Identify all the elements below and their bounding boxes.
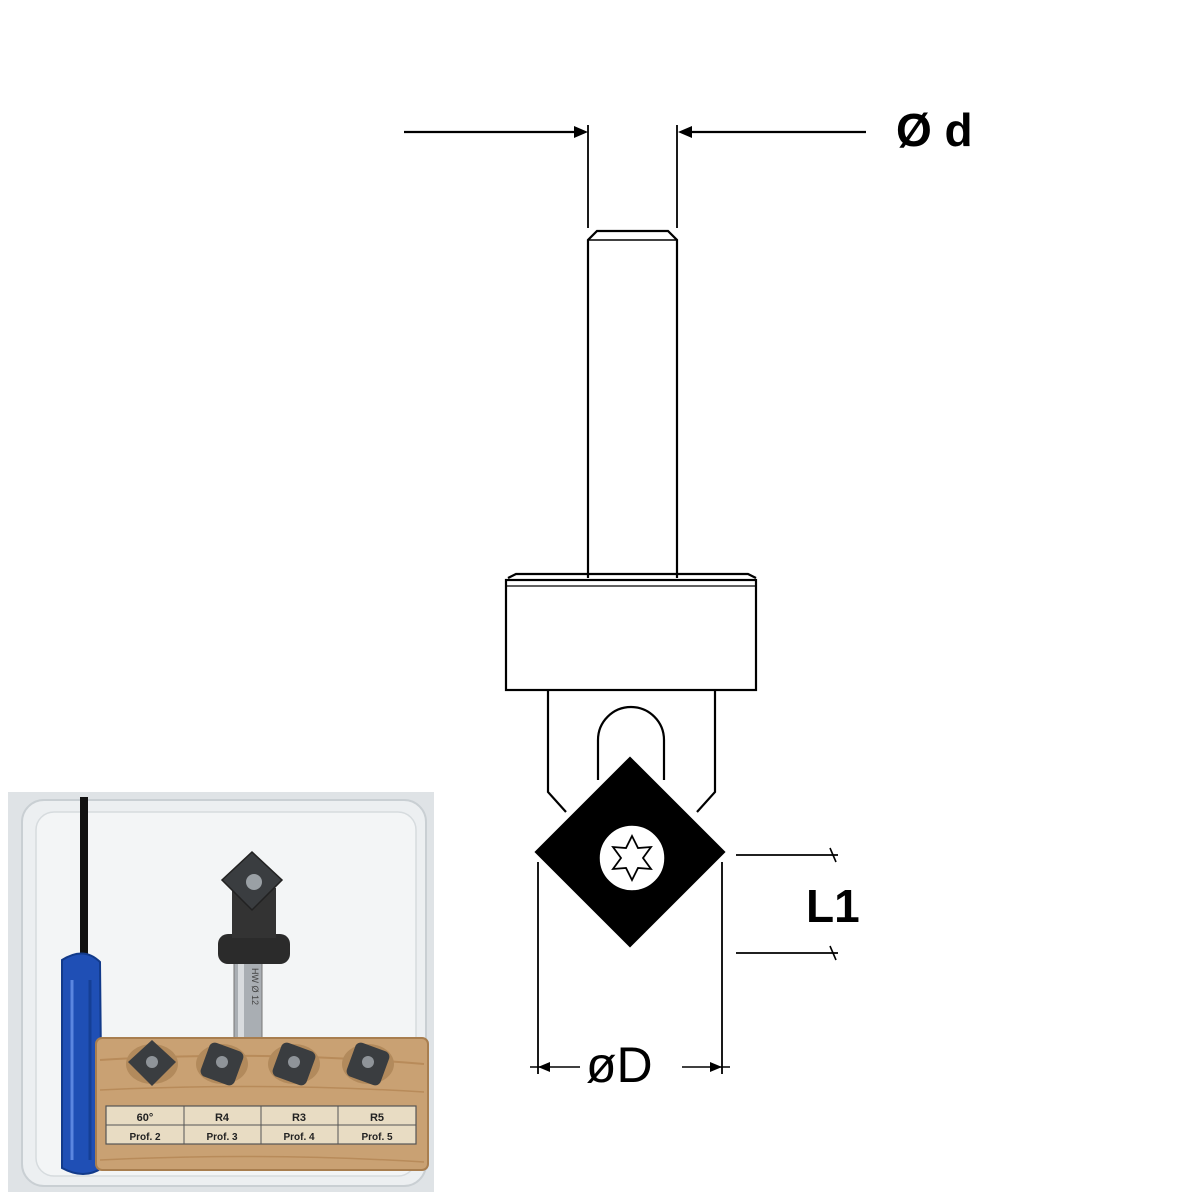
shank-marking: HW Ø 12 <box>250 968 260 1005</box>
slot-depth-label: Prof. 2 <box>129 1132 161 1143</box>
insert-pocket <box>126 1040 178 1086</box>
slot-profile-label: R3 <box>292 1112 306 1124</box>
shank <box>586 229 679 578</box>
torx-screw-icon <box>611 833 653 883</box>
slot-depth-label: Prof. 4 <box>283 1132 315 1143</box>
slot-depth-label: Prof. 5 <box>361 1132 393 1143</box>
slot-profile-label: R5 <box>370 1112 384 1124</box>
slot-depth-label: Prof. 3 <box>206 1132 238 1143</box>
length-dimension <box>736 847 838 961</box>
slot-profile-label: R4 <box>215 1112 230 1124</box>
wooden-insert-holder: 60° Prof. 2 R4 Prof. 3 R3 Prof. 4 R5 Pro… <box>95 1037 429 1171</box>
shank-diameter-label: Ø d <box>896 104 973 156</box>
insert-pocket <box>342 1042 394 1086</box>
profile-label-plate: 60° Prof. 2 R4 Prof. 3 R3 Prof. 4 R5 Pro… <box>105 1105 417 1145</box>
carbide-insert <box>534 756 726 948</box>
router-bit: HW Ø 12 <box>218 850 290 1043</box>
cutter-body <box>546 690 717 813</box>
cutter-diameter-dimension <box>530 862 730 1074</box>
technical-drawing <box>404 125 866 1074</box>
insert-pocket <box>268 1042 320 1086</box>
product-photo: HW Ø 12 <box>8 792 434 1192</box>
cutter-diameter-label: øD <box>586 1037 653 1093</box>
length-label: L1 <box>806 880 860 932</box>
slot-profile-label: 60° <box>137 1112 154 1124</box>
insert-pocket <box>196 1042 248 1086</box>
shank-diameter-dimension <box>404 125 866 228</box>
bearing-collar <box>504 572 758 692</box>
screwdriver <box>61 797 104 1175</box>
